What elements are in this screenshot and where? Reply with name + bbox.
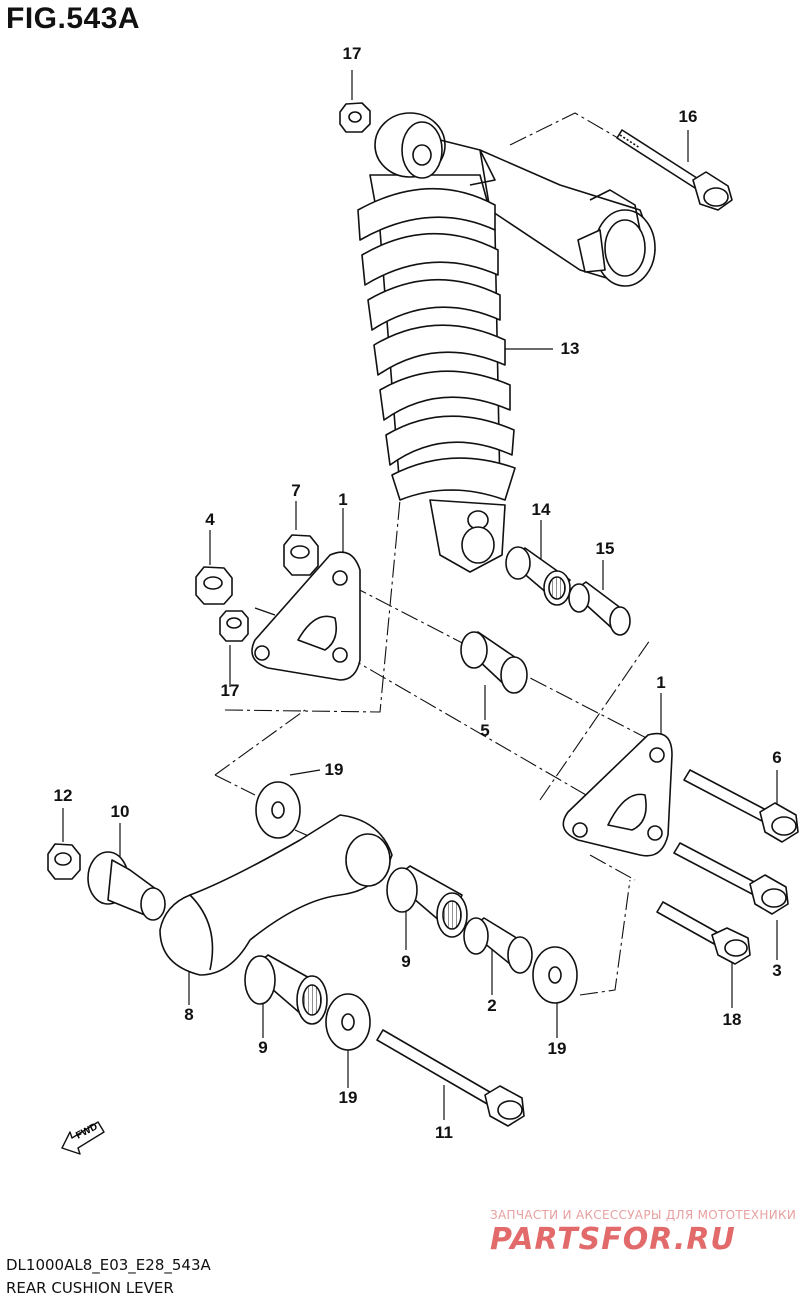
bolt-18 — [656, 901, 751, 965]
callout-8: 8 — [184, 1005, 194, 1024]
fwd-arrow — [61, 1121, 105, 1155]
callout-9: 9 — [258, 1038, 268, 1057]
bolt-11 — [376, 1029, 525, 1127]
collar-14 — [505, 546, 571, 606]
callout-13: 13 — [560, 339, 580, 358]
cushion-lever-8 — [159, 814, 393, 976]
callout-1: 1 — [338, 490, 348, 509]
callout-5: 5 — [480, 721, 490, 740]
shock-absorber-13 — [357, 112, 656, 573]
bolt-6 — [683, 769, 799, 843]
figure-title: FIG.543A — [6, 2, 141, 35]
callout-6: 6 — [772, 748, 782, 767]
spring-coils — [357, 187, 516, 501]
watermark-tagline: ЗАПЧАСТИ И АКСЕССУАРЫ ДЛЯ МОТОТЕХНИКИ — [490, 1208, 797, 1222]
callout-17: 17 — [220, 681, 240, 700]
collar-2 — [463, 917, 533, 974]
callout-7: 7 — [291, 481, 301, 500]
plate-1-right — [562, 732, 673, 857]
collar-10 — [87, 851, 166, 921]
callout-3: 3 — [772, 961, 782, 980]
callout-2: 2 — [487, 996, 497, 1015]
collar-15 — [568, 581, 631, 636]
leader-lines — [62, 70, 778, 1120]
bearing-9-upper — [386, 865, 468, 938]
washer-19-lower — [325, 993, 371, 1051]
nut-7 — [283, 534, 319, 576]
callout-9: 9 — [401, 952, 411, 971]
spacer-5 — [460, 631, 528, 694]
plate-1-left — [251, 551, 361, 681]
callout-14: 14 — [531, 500, 551, 519]
callout-11: 11 — [435, 1123, 453, 1142]
callout-19: 19 — [547, 1039, 567, 1058]
bolt-16 — [616, 129, 733, 211]
figure-code: DL1000AL8_E03_E28_543A — [6, 1256, 211, 1274]
washer-19-top — [255, 781, 301, 839]
nut-17-lower — [219, 610, 249, 642]
callout-12: 12 — [53, 786, 73, 805]
callout-17: 17 — [342, 44, 362, 63]
washer-19-right — [532, 946, 578, 1004]
bearing-9-lower — [244, 954, 328, 1025]
callout-15: 15 — [595, 539, 615, 558]
nut-4 — [195, 566, 233, 605]
nut-12 — [47, 843, 81, 880]
nut-17-top — [339, 102, 371, 133]
callout-19: 19 — [324, 760, 344, 779]
callout-18: 18 — [722, 1010, 742, 1029]
callout-16: 16 — [678, 107, 698, 126]
callout-19: 19 — [338, 1088, 358, 1107]
callout-4: 4 — [205, 510, 215, 529]
bolt-3 — [673, 842, 789, 915]
callout-1: 1 — [656, 673, 666, 692]
figure-name: REAR CUSHION LEVER — [6, 1279, 174, 1297]
callout-10: 10 — [110, 802, 130, 821]
watermark-brand: PARTSFOR.RU — [490, 1222, 736, 1257]
